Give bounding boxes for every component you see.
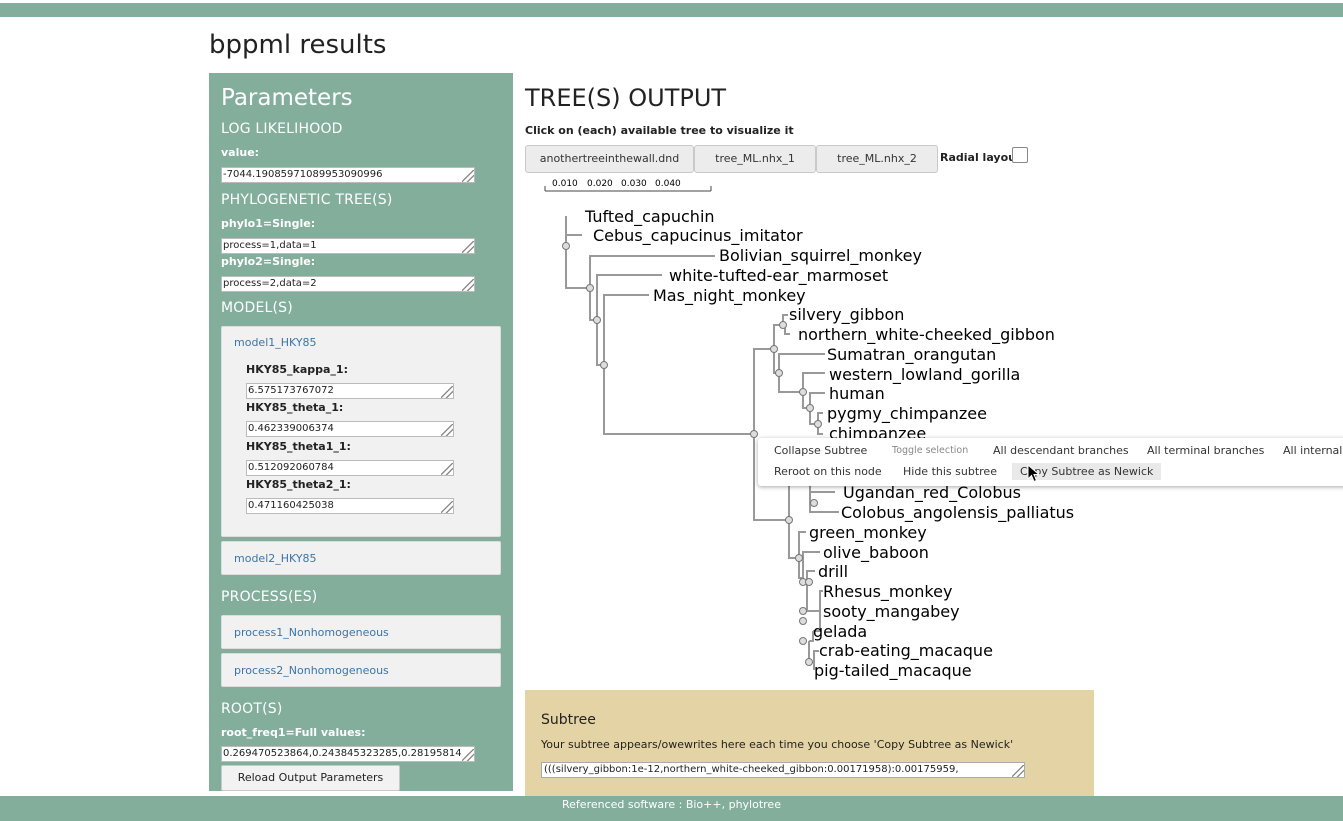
- phylo-tree-heading: PHYLOGENETIC TREE(S): [221, 192, 393, 208]
- leaf-label[interactable]: Colobus_angolensis_palliatus: [841, 503, 1074, 523]
- resize-grip-icon[interactable]: [441, 501, 453, 513]
- resize-grip-icon[interactable]: [441, 386, 453, 398]
- node-context-menu: Collapse Subtree Toggle selection All de…: [758, 438, 1343, 486]
- subtree-title: Subtree: [541, 712, 596, 728]
- menu-all-descendant-branches[interactable]: All descendant branches: [993, 444, 1129, 457]
- leaf-label[interactable]: silvery_gibbon: [789, 305, 904, 325]
- process-heading: PROCESS(ES): [221, 589, 318, 605]
- radial-layout-label: Radial layout: [940, 151, 1022, 164]
- tree-nodes[interactable]: [562, 242, 822, 666]
- process2-link[interactable]: process2_Nonhomogeneous: [234, 664, 389, 677]
- model1-accordion-panel: model1_HKY85 HKY85_kappa_1: 6.5751737670…: [221, 326, 501, 537]
- model-heading: MODEL(S): [221, 300, 293, 316]
- leaf-label[interactable]: Cebus_capucinus_imitator: [593, 226, 803, 246]
- leaf-label[interactable]: gelada: [813, 622, 867, 641]
- menu-collapse-subtree[interactable]: Collapse Subtree: [774, 444, 868, 457]
- leaf-label[interactable]: white-tufted-ear_marmoset: [669, 266, 888, 286]
- log-likelihood-field[interactable]: -7044.19085971089953090996: [221, 167, 475, 183]
- page-title: bppml results: [209, 30, 387, 60]
- top-bar: [0, 0, 1343, 17]
- root-heading: ROOT(S): [221, 701, 283, 717]
- phylo1-field[interactable]: process=1,data=1: [221, 238, 475, 254]
- leaf-label[interactable]: Mas_night_monkey: [653, 286, 806, 306]
- theta2-label: HKY85_theta2_1:: [246, 478, 351, 491]
- scale-tick: 0.010: [552, 179, 578, 189]
- resize-grip-icon[interactable]: [462, 170, 474, 182]
- theta1-field[interactable]: 0.512092060784: [246, 460, 454, 476]
- leaf-label[interactable]: Bolivian_squirrel_monkey: [719, 246, 922, 266]
- leaf-label[interactable]: green_monkey: [809, 523, 927, 543]
- subtree-description: Your subtree appears/owewrites here each…: [541, 738, 1014, 751]
- subtree-panel: Subtree Your subtree appears/owewrites h…: [525, 690, 1094, 800]
- root-freq-field[interactable]: 0.269470523864,0.243845323285,0.28195814: [221, 746, 475, 762]
- resize-grip-icon[interactable]: [462, 279, 474, 291]
- leaf-label[interactable]: western_lowland_gorilla: [829, 365, 1020, 385]
- phylo2-label: phylo2=Single:: [221, 255, 316, 268]
- resize-grip-icon[interactable]: [1012, 765, 1024, 777]
- leaf-label[interactable]: sooty_mangabey: [823, 602, 960, 622]
- menu-all-terminal-branches[interactable]: All terminal branches: [1147, 444, 1265, 457]
- process1-accordion-header[interactable]: process1_Nonhomogeneous: [221, 615, 501, 649]
- radial-layout-checkbox[interactable]: [1012, 147, 1028, 163]
- tree-output-title: TREE(S) OUTPUT: [525, 84, 727, 112]
- tree-leaves: Tufted_capuchin Cebus_capucinus_imitator…: [584, 207, 1074, 681]
- parameters-heading: Parameters: [221, 85, 353, 111]
- tree-hint: Click on (each) available tree to visual…: [525, 124, 794, 137]
- leaf-label[interactable]: Rhesus_monkey: [823, 582, 952, 602]
- mouse-cursor-icon: [1027, 464, 1041, 483]
- leaf-label[interactable]: drill: [818, 562, 848, 581]
- resize-grip-icon[interactable]: [441, 424, 453, 436]
- menu-hide-subtree[interactable]: Hide this subtree: [903, 465, 997, 478]
- kappa-label: HKY85_kappa_1:: [246, 363, 348, 376]
- footer-text: Referenced software : Bio++, phylotree: [562, 798, 781, 811]
- subtree-newick-field[interactable]: (((silvery_gibbon:1e-12,northern_white-c…: [541, 762, 1025, 778]
- model2-link[interactable]: model2_HKY85: [234, 552, 317, 565]
- scale-tick: 0.040: [655, 179, 681, 189]
- scale-tick: 0.030: [621, 179, 647, 189]
- theta1-label: HKY85_theta1_1:: [246, 440, 351, 453]
- leaf-label[interactable]: Sumatran_orangutan: [827, 345, 996, 365]
- tab-anothertreeinthewall[interactable]: anothertreeinthewall.dnd: [525, 145, 694, 173]
- footer: Referenced software : Bio++, phylotree: [0, 796, 1343, 821]
- parameters-panel: Parameters LOG LIKELIHOOD value: -7044.1…: [209, 73, 513, 791]
- menu-all-internal-branches[interactable]: All internal b: [1283, 444, 1343, 457]
- leaf-label[interactable]: pig-tailed_macaque: [814, 661, 972, 681]
- leaf-label[interactable]: pygmy_chimpanzee: [827, 404, 987, 424]
- resize-grip-icon[interactable]: [462, 749, 474, 761]
- log-likelihood-heading: LOG LIKELIHOOD: [221, 121, 343, 137]
- process1-link[interactable]: process1_Nonhomogeneous: [234, 626, 389, 639]
- leaf-label[interactable]: northern_white-cheeked_gibbon: [798, 325, 1055, 345]
- root-freq-label: root_freq1=Full values:: [221, 726, 366, 739]
- menu-copy-subtree-newick[interactable]: Copy Subtree as Newick: [1012, 463, 1162, 480]
- phylogenetic-tree: 0.010 0.020 0.030 0.040 Tufted_capuchin …: [544, 179, 1074, 681]
- model1-accordion-header[interactable]: model1_HKY85: [234, 336, 317, 349]
- leaf-label[interactable]: human: [829, 384, 885, 403]
- tab-tree-ml-1[interactable]: tree_ML.nhx_1: [694, 145, 816, 173]
- tab-tree-ml-2[interactable]: tree_ML.nhx_2: [816, 145, 938, 173]
- scale-tick: 0.020: [587, 179, 613, 189]
- resize-grip-icon[interactable]: [462, 241, 474, 253]
- menu-reroot-on-node[interactable]: Reroot on this node: [774, 465, 882, 478]
- model2-accordion-header[interactable]: model2_HKY85: [221, 541, 501, 575]
- resize-grip-icon[interactable]: [441, 463, 453, 475]
- kappa-field[interactable]: 6.575173767072: [246, 383, 454, 399]
- theta-label: HKY85_theta_1:: [246, 401, 344, 414]
- scale-ticks: 0.010 0.020 0.030 0.040: [552, 179, 681, 189]
- log-likelihood-label: value:: [221, 146, 260, 159]
- leaf-label[interactable]: Tufted_capuchin: [584, 207, 715, 227]
- phylo1-label: phylo1=Single:: [221, 217, 316, 230]
- leaf-label[interactable]: Ugandan_red_Colobus: [843, 483, 1021, 503]
- leaf-label[interactable]: olive_baboon: [823, 543, 929, 563]
- leaf-label[interactable]: crab-eating_macaque: [819, 641, 993, 661]
- phylo2-field[interactable]: process=2,data=2: [221, 276, 475, 292]
- theta-field[interactable]: 0.462339006374: [246, 421, 454, 437]
- theta2-field[interactable]: 0.471160425038: [246, 498, 454, 514]
- menu-toggle-selection-header: Toggle selection: [892, 445, 969, 456]
- process2-accordion-header[interactable]: process2_Nonhomogeneous: [221, 653, 501, 687]
- reload-output-parameters-button[interactable]: Reload Output Parameters: [221, 765, 400, 791]
